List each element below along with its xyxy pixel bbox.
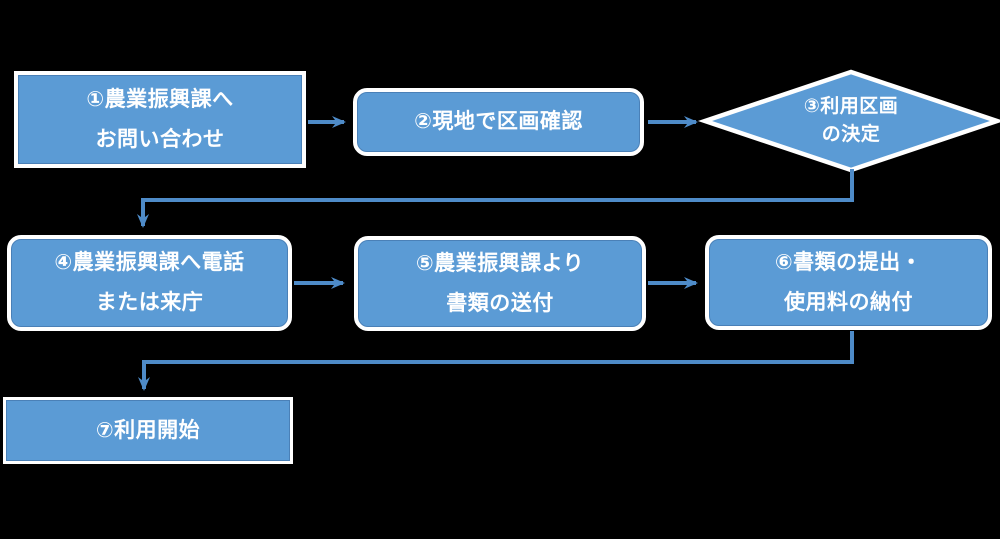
flow-step-3-decision-label: ③利用区画 の決定 — [705, 72, 997, 170]
flow-step-4-label-line-2: または来庁 — [95, 291, 204, 314]
flow-step-5-label-line-1: ⑤農業振興課より — [415, 251, 585, 275]
flow-step-2-site-check-box: ②現地で区画確認 — [353, 88, 644, 156]
flow-step-6-submit-payment-box: ⑥書類の提出・ 使用料の納付 — [705, 235, 992, 330]
flow-step-5-documents-sent-box: ⑤農業振興課より 書類の送付 — [354, 236, 646, 331]
elbow-arrow-step3-to-step4 — [137, 169, 854, 228]
elbow-arrow-step6-to-step7 — [138, 331, 854, 391]
flow-step-6-label-line-2: 使用料の納付 — [784, 290, 913, 314]
flow-step-4-contact-box: ④農業振興課へ電話 または来庁 — [7, 235, 292, 331]
flow-step-4-label-line-1: ④農業振興課へ電話 — [54, 251, 245, 274]
flow-step-2-label-line-1: ②現地で区画確認 — [414, 110, 583, 133]
flow-step-6-label-line-1: ⑥書類の提出・ — [774, 250, 923, 274]
flow-step-3-label-line-1: ③利用区画 — [803, 96, 899, 117]
flow-step-7-label-line-1: ⑦利用開始 — [95, 418, 201, 442]
flow-step-1-label-line-1: ①農業振興課へ — [86, 87, 234, 111]
flow-step-1-inquiry-box: ①農業振興課へ お問い合わせ — [14, 71, 306, 168]
flow-step-1-label-line-2: お問い合わせ — [95, 127, 225, 151]
flow-step-7-start-use-box: ⑦利用開始 — [3, 397, 293, 464]
flow-step-5-label-line-2: 書類の送付 — [446, 291, 554, 315]
flow-step-3-label-line-2: の決定 — [821, 124, 881, 145]
